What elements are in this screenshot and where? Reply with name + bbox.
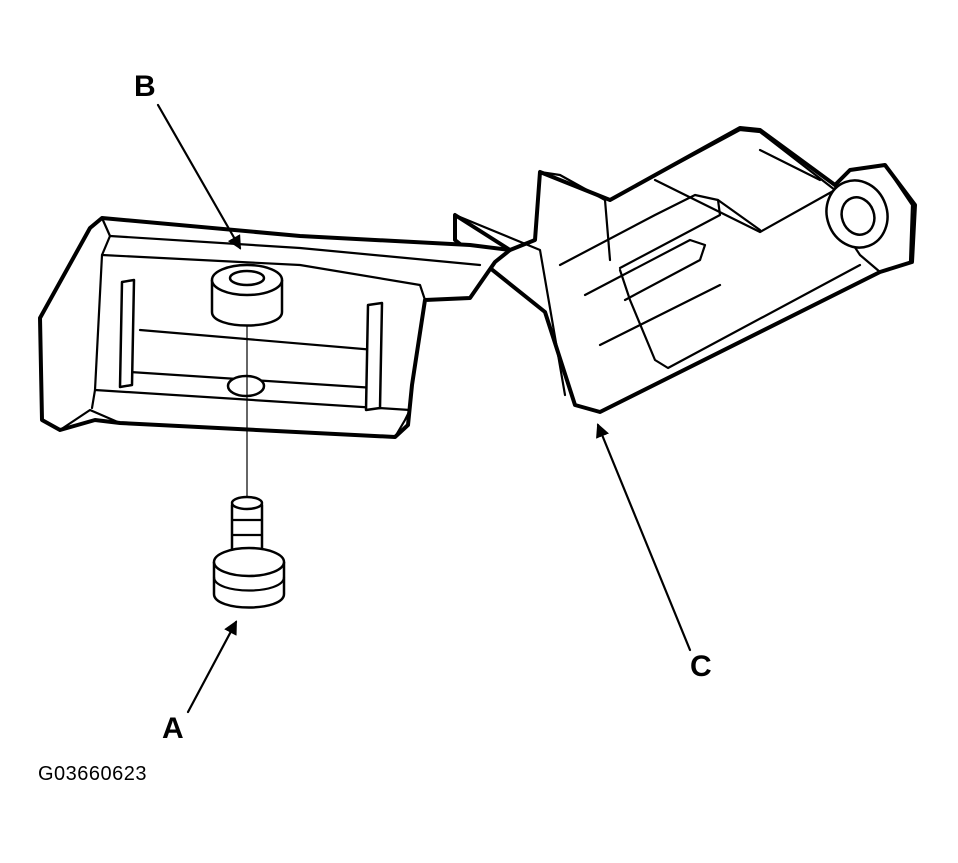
leader-arrow-c bbox=[596, 423, 692, 652]
bolt bbox=[212, 495, 286, 609]
hinge-arm bbox=[453, 126, 917, 414]
figure-code: G03660623 bbox=[38, 763, 148, 785]
hinge-eye bbox=[825, 179, 889, 249]
leader-arrow-b bbox=[156, 103, 242, 250]
nut bbox=[210, 263, 284, 327]
callout-c-label: C bbox=[690, 650, 712, 683]
mounting-plate bbox=[38, 216, 512, 439]
leader-arrow-a bbox=[186, 620, 238, 714]
callout-a-label: A bbox=[162, 712, 184, 745]
callout-b-label: B bbox=[134, 70, 156, 103]
